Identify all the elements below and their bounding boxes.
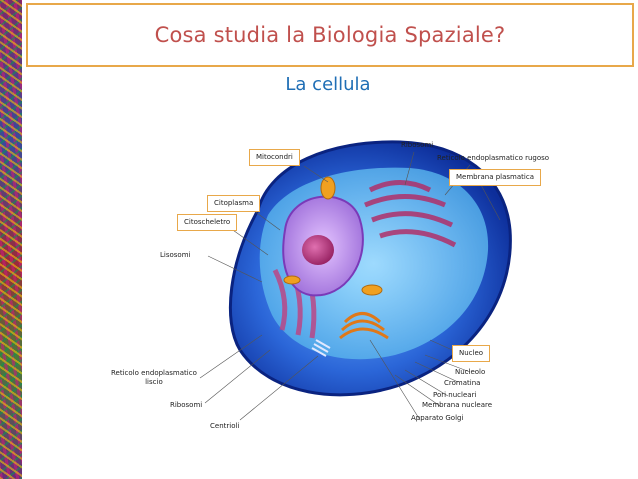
label-apparato-golgi: Apparato Golgi xyxy=(411,414,464,422)
label-nucleolo: Nucleolo xyxy=(455,368,486,376)
label-membrana-nucleare: Membrana nucleare xyxy=(422,401,493,409)
label-membrana-plasmatica: Membrana plasmatica xyxy=(449,169,541,187)
slide-subtitle: La cellula xyxy=(285,74,371,95)
decorative-side-strip xyxy=(0,0,22,479)
golgi-shape xyxy=(339,312,389,340)
centriole-shape xyxy=(311,339,331,357)
label-cromatina: Cromatina xyxy=(444,379,481,387)
label-smooth-er-line2: liscio xyxy=(145,378,163,387)
label-mitocondri: Mitocondri xyxy=(249,149,300,167)
label-rough-er: Reticolo endoplasmatico rugoso xyxy=(437,154,550,162)
nucleolus-shape xyxy=(302,235,334,265)
label-nucleo: Nucleo xyxy=(452,345,491,363)
label-smooth-er-line1: Reticolo endoplasmatico xyxy=(111,369,197,377)
label-citoscheletro: Citoscheletro xyxy=(177,214,238,232)
label-ribosomi-bottom: Ribosomi xyxy=(170,401,203,409)
label-centrioli: Centrioli xyxy=(210,422,240,430)
title-box: Cosa studia la Biologia Spaziale? xyxy=(26,3,634,67)
rough-er-shape xyxy=(364,180,457,248)
label-leader-lines xyxy=(199,151,501,421)
label-lisosomi: Lisosomi xyxy=(160,251,191,259)
slide-title: Cosa studia la Biologia Spaziale? xyxy=(154,23,506,47)
label-ribosomi-top: Ribosomi xyxy=(401,141,434,149)
label-pori-nucleari: Pori nucleari xyxy=(433,391,477,399)
mitochondria-shape xyxy=(283,176,383,296)
label-smooth-er: Reticolo endoplasmatico liscio xyxy=(111,369,197,387)
label-citoplasma: Citoplasma xyxy=(207,195,261,213)
